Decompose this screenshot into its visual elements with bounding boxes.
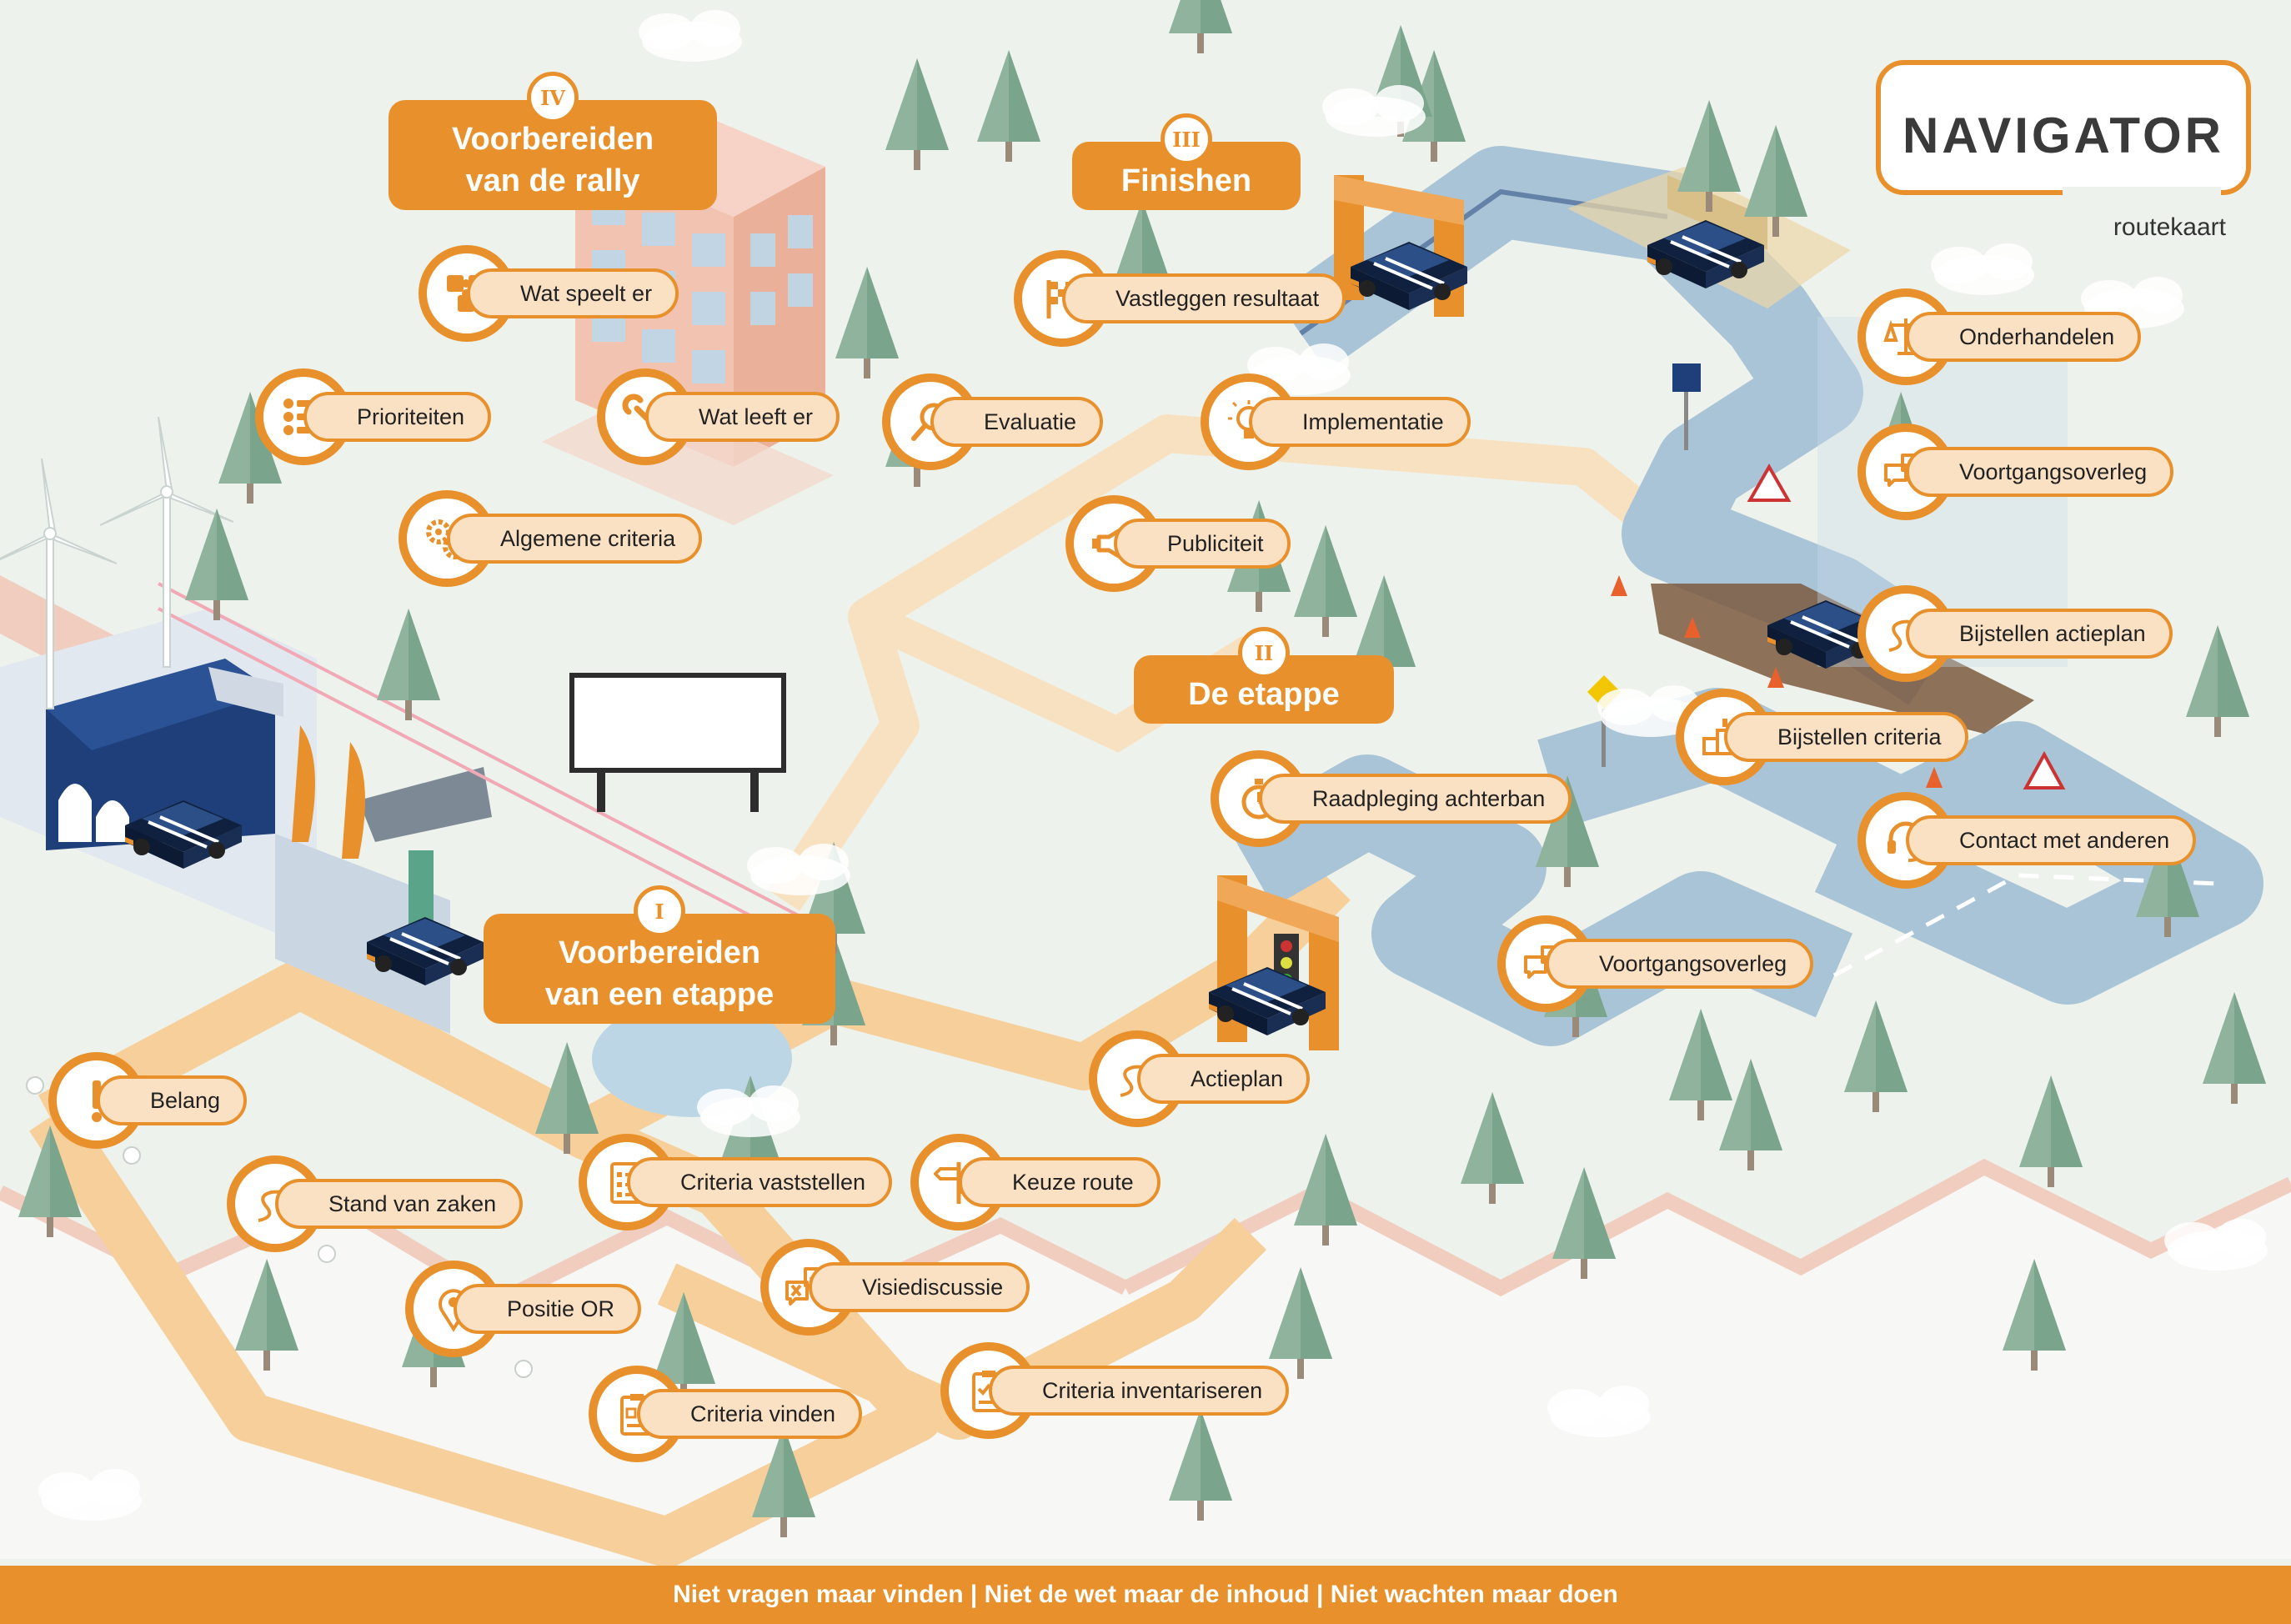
logo-subtitle: routekaart: [2113, 213, 2226, 241]
logo-brand: NAVIGATOR: [1902, 108, 2224, 163]
step-label: Positie OR: [454, 1284, 642, 1334]
step-label: Keuze route: [959, 1157, 1161, 1207]
footer-tagline: Niet vragen maar vinden | Niet de wet ma…: [0, 1566, 2291, 1624]
step-label: Publiciteit: [1114, 519, 1291, 569]
phase-numeral: III: [1161, 113, 1212, 165]
phase-numeral: II: [1238, 627, 1290, 679]
step-label: Wat speelt er: [467, 268, 679, 318]
step-label: Criteria vinden: [637, 1389, 863, 1439]
step-label: Wat leeft er: [645, 392, 840, 442]
step-label: Voortgangsoverleg: [1546, 939, 1814, 989]
step-label: Voortgangsoverleg: [1906, 447, 2174, 497]
phase-title: Voorbereiden van een etappe: [484, 914, 835, 1024]
step-label: Bijstellen actieplan: [1906, 609, 2173, 659]
step-label: Vastleggen resultaat: [1062, 273, 1346, 323]
step-label: Criteria vaststellen: [627, 1157, 893, 1207]
step-label: Actieplan: [1137, 1054, 1311, 1104]
step-label: Implementatie: [1249, 397, 1471, 447]
phase-iv-header: IV Voorbereiden van de rally: [389, 72, 717, 213]
phase-numeral: IV: [527, 72, 579, 123]
phase-numeral: I: [634, 885, 685, 937]
step-label: Onderhandelen: [1906, 312, 2142, 362]
step-label: Visiediscussie: [809, 1262, 1030, 1312]
navigator-logo: NAVIGATOR routekaart: [1876, 60, 2251, 241]
phase-iii-header: III Finishen: [1072, 113, 1301, 218]
step-label: Criteria inventariseren: [989, 1366, 1290, 1416]
phase-i-header: I Voorbereiden van een etappe: [484, 885, 835, 1027]
phase-ii-header: II De etappe: [1134, 627, 1394, 732]
step-label: Bijstellen criteria: [1724, 712, 1968, 762]
step-label: Evaluatie: [930, 397, 1104, 447]
step-label: Algemene criteria: [447, 514, 703, 564]
step-label: Raadpleging achterban: [1259, 774, 1572, 824]
step-label: Belang: [97, 1075, 248, 1125]
step-label: Contact met anderen: [1906, 815, 2197, 865]
step-label: Prioriteiten: [303, 392, 492, 442]
step-label: Stand van zaken: [275, 1179, 524, 1229]
